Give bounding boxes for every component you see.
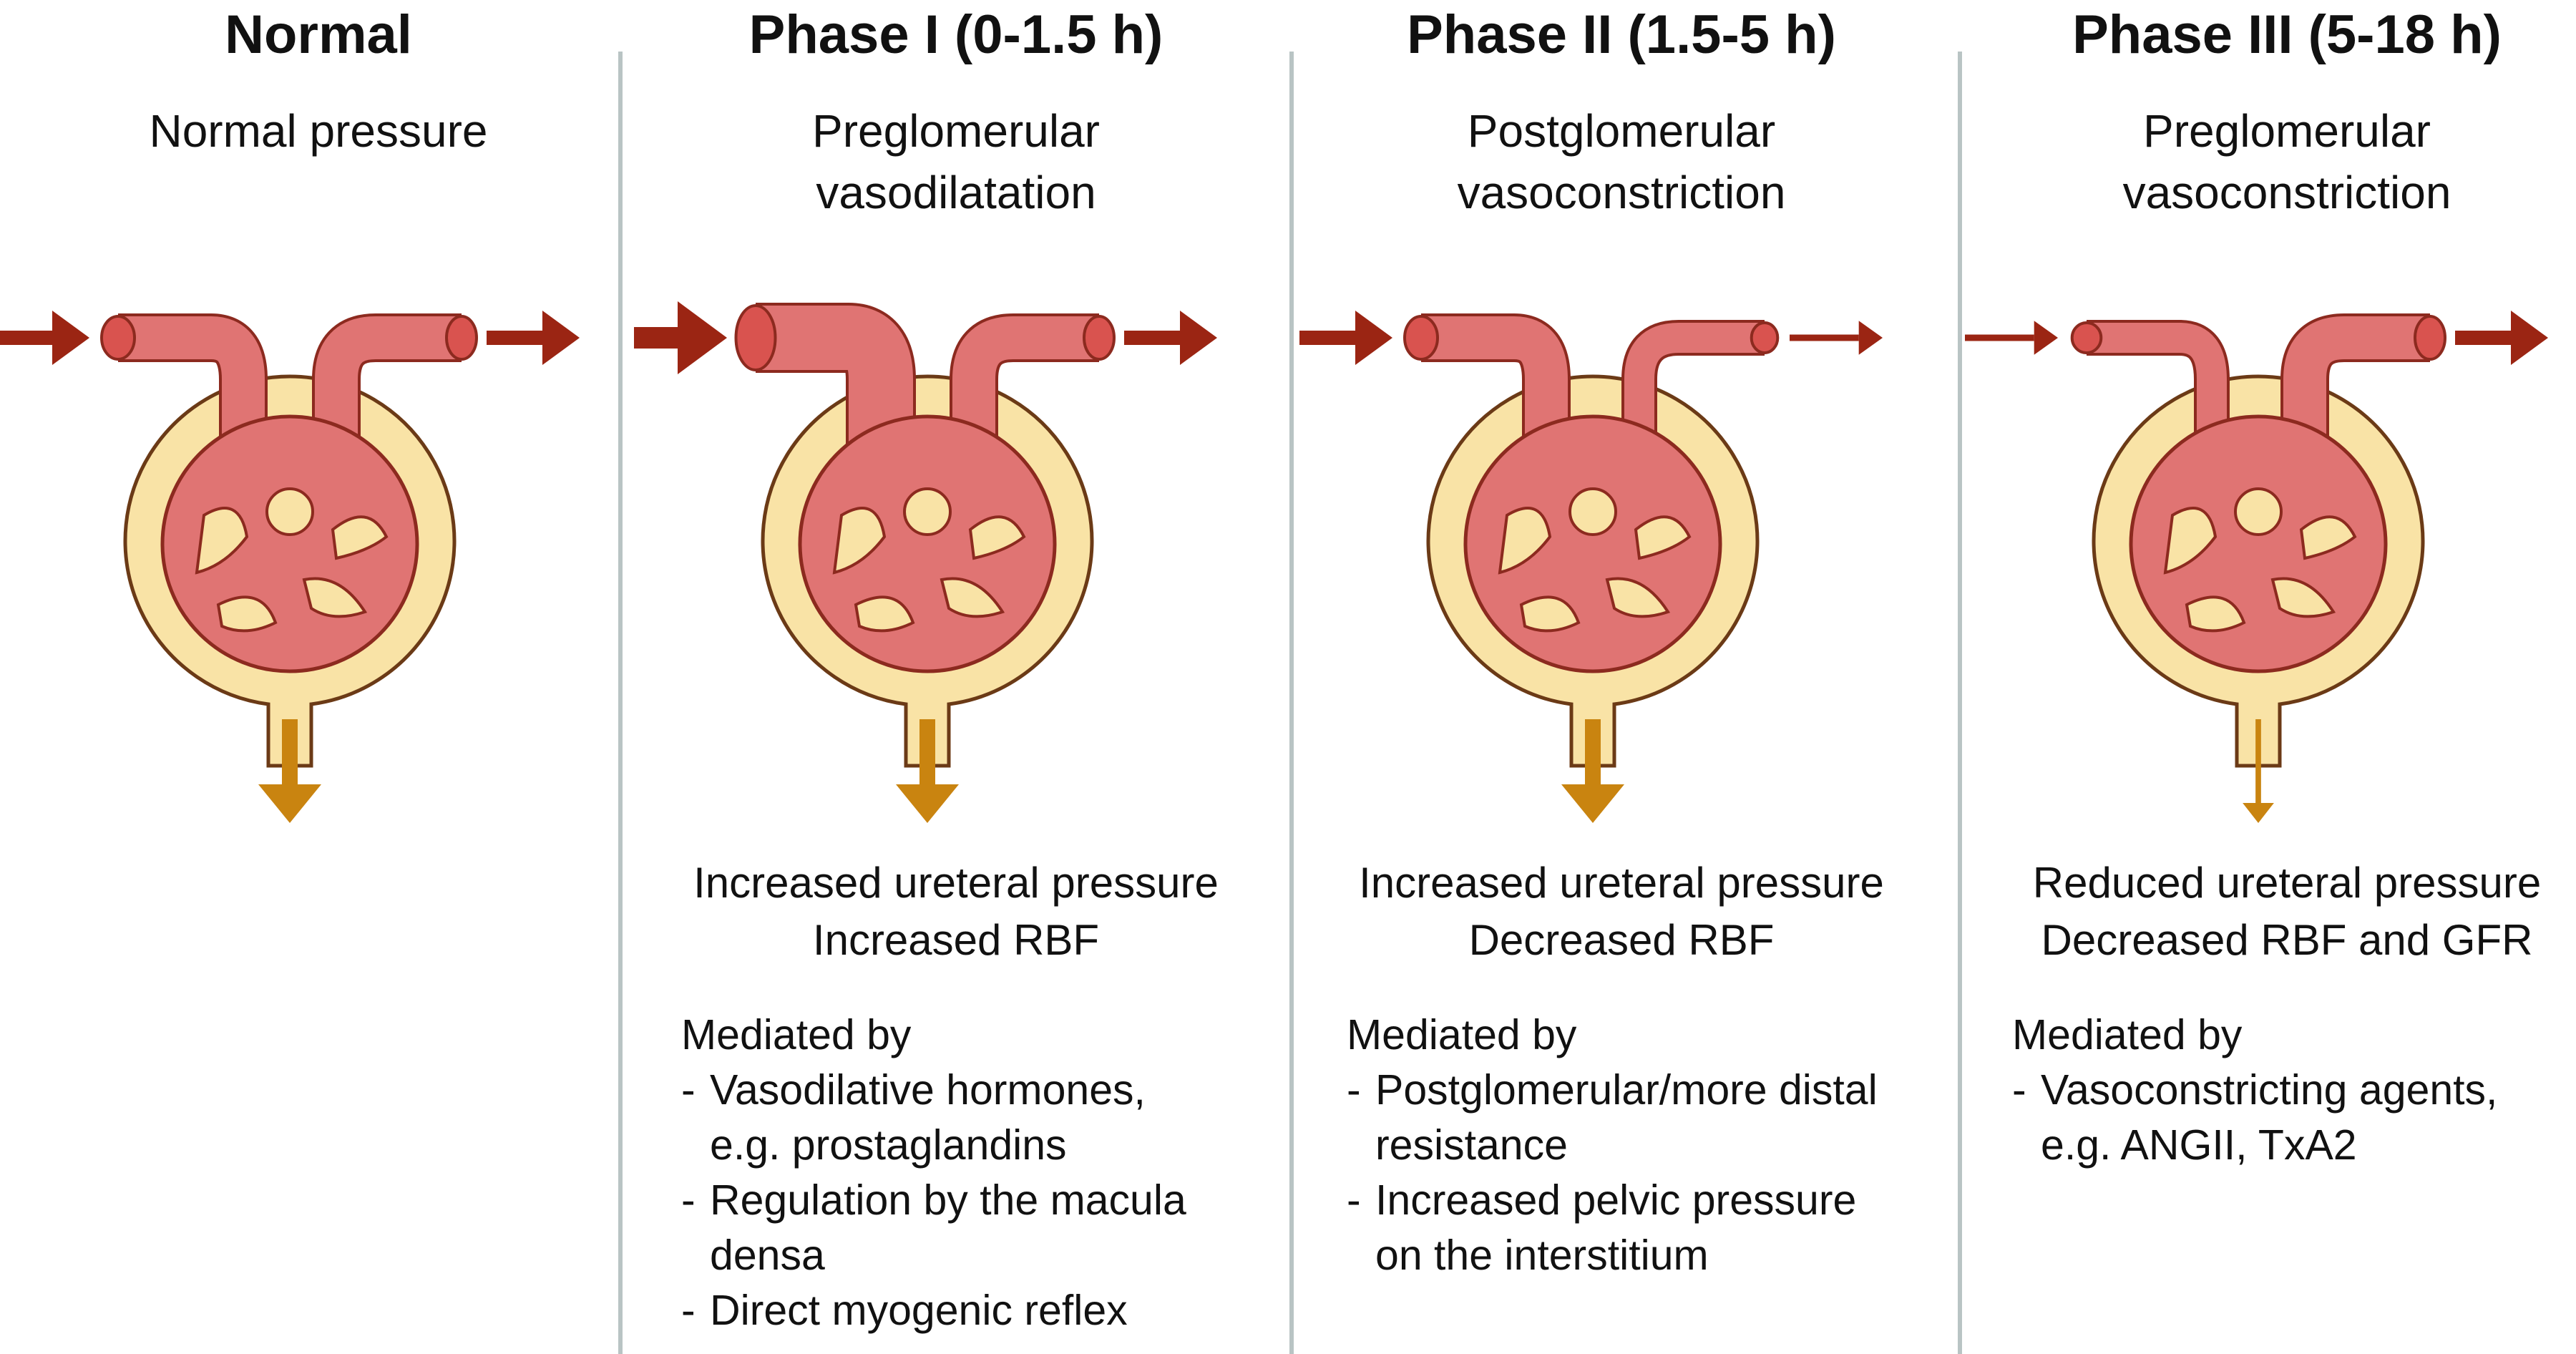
mediator-item: - Increased pelvic pressure on the inter… <box>1347 1173 1941 1283</box>
panel-subtitle: Postglomerular vasoconstriction <box>1457 105 1786 218</box>
mediator-text: Vasoconstricting agents, e.g. ANGII, TxA… <box>2041 1066 2498 1169</box>
mediator-item: - Vasodilative hormones, e.g. prostaglan… <box>681 1063 1275 1173</box>
mediator-item: - Vasoconstricting agents, e.g. ANGII, T… <box>2012 1063 2576 1173</box>
efferent-arrow-icon <box>1790 321 1883 355</box>
mediated-by-heading: Mediated by <box>1347 1011 1577 1058</box>
effect-line: Increased RBF <box>812 916 1100 964</box>
effects-text: Increased ureteral pressure Increased RB… <box>634 854 1278 969</box>
glomerular-vessels-icon <box>2070 313 2446 458</box>
list-dash: - <box>681 1177 696 1224</box>
mediators-list: Mediated by - Postglomerular/more distal… <box>1347 1008 1941 1283</box>
panel-title: Phase II (1.5-5 h) <box>1407 4 1836 65</box>
panel-divider <box>618 52 623 1354</box>
mediators-list: Mediated by - Vasodilative hormones, e.g… <box>681 1008 1275 1338</box>
urine-flow-arrow-icon <box>2243 719 2274 823</box>
mediator-text: Postglomerular/more distal resistance <box>1375 1066 1878 1169</box>
panel-phase-3: Phase III (5-18 h) Preglomerular vasocon… <box>1965 0 2576 1354</box>
afferent-arrow-icon <box>1965 321 2058 355</box>
panel-subtitle: Preglomerular vasodilatation <box>812 105 1100 218</box>
panel-subtitle: Preglomerular vasoconstriction <box>2122 105 2451 218</box>
effect-line: Increased ureteral pressure <box>693 859 1219 907</box>
glomerulus-illustration <box>0 311 580 823</box>
efferent-arrow-icon <box>487 311 580 365</box>
glomerulus-icon <box>2129 414 2388 673</box>
urine-flow-arrow-icon <box>258 719 321 823</box>
panel-divider <box>1289 52 1294 1354</box>
panel-title: Phase I (0-1.5 h) <box>748 4 1163 65</box>
panel-title: Normal <box>225 4 412 65</box>
efferent-arrow-icon <box>2455 311 2548 365</box>
mediator-item: - Regulation by the macula densa <box>681 1173 1275 1283</box>
panel-phase-2: Phase II (1.5-5 h) Postglomerular vasoco… <box>1299 0 1943 1354</box>
effect-line: Decreased RBF and GFR <box>2041 916 2533 964</box>
urine-flow-arrow-icon <box>1561 719 1624 823</box>
glomerulus-illustration <box>634 301 1217 823</box>
urine-flow-arrow-icon <box>896 719 959 823</box>
list-dash: - <box>1347 1066 1361 1114</box>
mediator-item: - Postglomerular/more distal resistance <box>1347 1063 1941 1173</box>
efferent-arrow-icon <box>1124 311 1217 365</box>
glomerulus-icon <box>798 414 1057 673</box>
glomerulus-illustration <box>1965 311 2548 823</box>
glomerular-vessels-icon <box>100 313 478 458</box>
mediators-list: Mediated by - Vasoconstricting agents, e… <box>2012 1008 2576 1173</box>
mediator-item: - Direct myogenic reflex <box>681 1283 1275 1338</box>
mediator-text: Vasodilative hormones, e.g. prostaglandi… <box>710 1066 1146 1169</box>
mediated-by-heading: Mediated by <box>2012 1011 2243 1058</box>
mediator-text: Regulation by the macula densa <box>710 1177 1186 1279</box>
panel-divider <box>1958 52 1962 1354</box>
list-dash: - <box>1347 1177 1361 1224</box>
panel-phase-1: Phase I (0-1.5 h) Preglomerular vasodila… <box>634 0 1278 1354</box>
glomerulus-icon <box>1463 414 1722 673</box>
glomerular-vessels-icon <box>1403 313 1780 458</box>
panel-normal: Normal Normal pressure <box>0 0 640 1354</box>
glomerular-vessels-icon <box>734 303 1116 458</box>
mediator-text: Direct myogenic reflex <box>710 1287 1128 1334</box>
afferent-arrow-icon <box>0 311 89 365</box>
afferent-arrow-icon <box>1299 311 1392 365</box>
mediated-by-heading: Mediated by <box>681 1011 912 1058</box>
afferent-arrow-icon <box>634 301 727 374</box>
effects-text: Increased ureteral pressure Decreased RB… <box>1299 854 1943 969</box>
effect-line: Reduced ureteral pressure <box>2032 859 2542 907</box>
effects-text: Reduced ureteral pressure Decreased RBF … <box>1965 854 2576 969</box>
list-dash: - <box>681 1287 696 1334</box>
list-dash: - <box>681 1066 696 1114</box>
panel-subtitle: Normal pressure <box>149 105 488 157</box>
mediator-text: Increased pelvic pressure on the interst… <box>1375 1177 1857 1279</box>
list-dash: - <box>2012 1066 2026 1114</box>
panel-title: Phase III (5-18 h) <box>2072 4 2502 65</box>
effect-line: Decreased RBF <box>1468 916 1775 964</box>
glomerulus-illustration <box>1299 311 1883 823</box>
effect-line: Increased ureteral pressure <box>1359 859 1884 907</box>
glomerulus-icon <box>160 414 419 673</box>
